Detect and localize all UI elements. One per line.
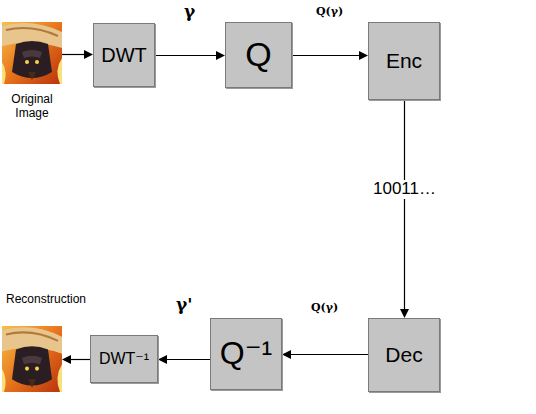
image-node: Reconstruction <box>2 326 62 392</box>
arrow-line <box>166 359 210 360</box>
arrow-line <box>155 55 217 56</box>
flow-arrow <box>155 51 225 60</box>
flow-arrow <box>62 355 90 364</box>
signal-label: γ' <box>174 295 194 314</box>
box-label: DWT <box>101 44 147 66</box>
arrow-line <box>62 54 85 55</box>
flow-arrow <box>158 355 210 364</box>
process-box: Dec <box>368 318 440 392</box>
process-box: Enc <box>368 22 440 100</box>
signal-label: 10011… <box>371 180 438 199</box>
box-label: DWT⁻¹ <box>99 350 149 368</box>
image-caption: Original Image <box>0 92 68 121</box>
flow-arrow <box>62 50 93 59</box>
arrow-head <box>84 50 93 59</box>
flow-arrow <box>400 100 409 318</box>
process-box: DWT <box>93 23 155 87</box>
signal-label: γ <box>182 2 197 21</box>
image-thumbnail <box>2 326 62 392</box>
image-thumbnail <box>2 22 62 84</box>
box-label: Dec <box>385 343 422 366</box>
image-caption: Reconstruction <box>6 292 86 306</box>
image-node: Original Image <box>2 22 62 84</box>
arrow-head <box>400 309 409 318</box>
box-label: Q <box>245 36 271 73</box>
process-box: Q⁻¹ <box>210 318 282 390</box>
box-label: Enc <box>386 49 422 72</box>
flow-arrow <box>292 51 368 60</box>
arrow-head <box>216 51 225 60</box>
arrow-line <box>70 359 90 360</box>
arrow-line <box>290 354 368 355</box>
box-label: Q⁻¹ <box>220 336 272 371</box>
process-box: Q <box>225 22 292 88</box>
arrow-head <box>62 355 71 364</box>
arrow-line <box>404 100 405 310</box>
arrow-head <box>359 51 368 60</box>
arrow-head <box>282 350 291 359</box>
arrow-line <box>292 55 360 56</box>
signal-label: Q(γ) <box>309 302 340 314</box>
arrow-head <box>158 355 167 364</box>
signal-label: Q(γ) <box>314 6 345 18</box>
process-box: DWT⁻¹ <box>90 335 158 383</box>
flow-arrow <box>282 350 368 359</box>
